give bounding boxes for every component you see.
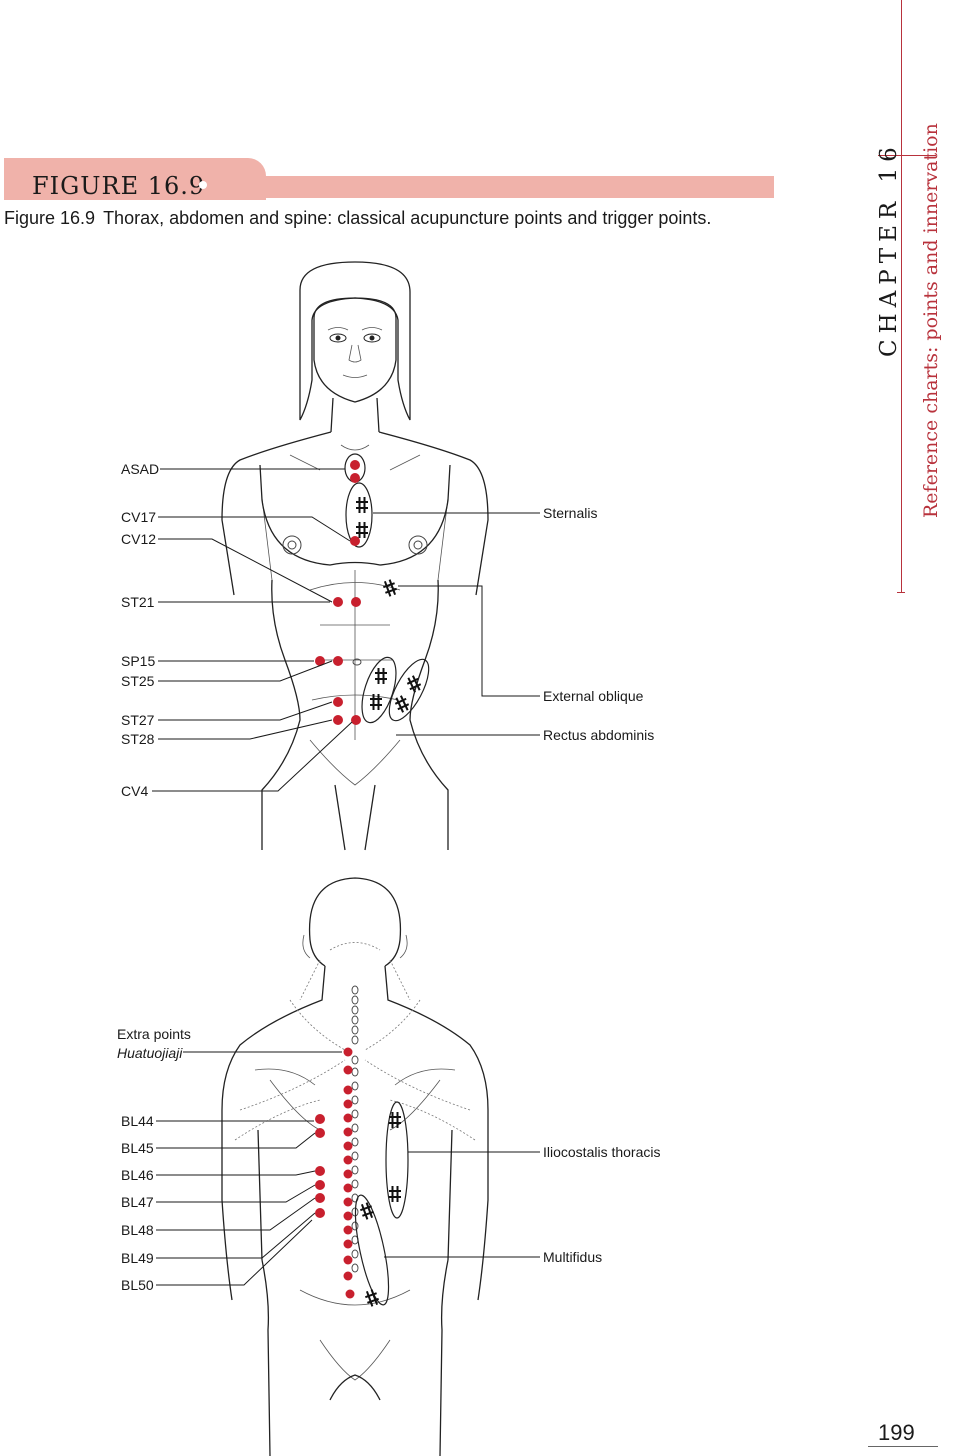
acupoint-dot — [343, 1211, 353, 1221]
acupoint-dot — [315, 656, 325, 666]
acupoint-dot — [343, 1255, 353, 1265]
label-multifidus: Multifidus — [543, 1249, 602, 1265]
acupoint-dot — [343, 1065, 353, 1075]
back-trigger-points — [357, 1111, 402, 1309]
acupoint-dot — [350, 460, 360, 470]
acupoint-dot — [315, 1208, 325, 1218]
front-leaders — [152, 468, 540, 792]
acupoint-dot — [351, 597, 361, 607]
page-number-rule — [868, 1446, 938, 1447]
trigger-point-icon — [404, 673, 424, 695]
trigger-point-icon — [357, 1200, 377, 1222]
acupoint-dot — [343, 1271, 353, 1281]
label-external-oblique: External oblique — [543, 688, 644, 704]
label-st27: ST27 — [121, 712, 155, 728]
back-figure — [221, 877, 489, 1456]
banner-dot-icon — [199, 181, 207, 189]
label-bl50: BL50 — [121, 1277, 154, 1293]
acupoint-dot — [343, 1155, 353, 1165]
acupoint-dot — [343, 1099, 353, 1109]
face-features-icon — [327, 327, 383, 378]
acupoint-dot — [343, 1169, 353, 1179]
label-rectus-abdominis: Rectus abdominis — [543, 727, 654, 743]
label-st21: ST21 — [121, 594, 155, 610]
trigger-point-icon — [392, 693, 412, 715]
label-bl45: BL45 — [121, 1140, 154, 1156]
trigger-point-icon — [374, 667, 388, 685]
trigger-point-icon — [388, 1185, 402, 1203]
label-cv12: CV12 — [121, 531, 156, 547]
acupoint-dot — [345, 1289, 355, 1299]
acupoint-dot — [351, 715, 361, 725]
acupoint-dot — [350, 536, 360, 546]
acupoint-dot — [343, 1085, 353, 1095]
acupoint-dot — [333, 597, 343, 607]
front-acupoints — [315, 460, 361, 725]
trigger-point-icon — [355, 521, 369, 539]
label-sp15: SP15 — [121, 653, 155, 669]
acupoint-dot — [343, 1113, 353, 1123]
label-bl44: BL44 — [121, 1113, 154, 1129]
label-bl48: BL48 — [121, 1222, 154, 1238]
acupoint-dot — [343, 1127, 353, 1137]
acupoint-dot — [333, 697, 343, 707]
banner-tab — [4, 158, 266, 200]
acupoint-dot — [315, 1193, 325, 1203]
label-asad: ASAD — [121, 461, 159, 477]
acupoint-dot — [315, 1166, 325, 1176]
label-iliocostalis-thoracis: Iliocostalis thoracis — [543, 1144, 661, 1160]
label-st28: ST28 — [121, 731, 155, 747]
caption-number: Figure 16.9 — [4, 208, 96, 228]
label-extra-points: Extra points — [117, 1026, 191, 1042]
acupoint-dot — [343, 1239, 353, 1249]
figure-caption: Figure 16.9 Thorax, abdomen and spine: cl… — [4, 208, 711, 229]
front-trigger-points — [355, 496, 424, 715]
acupoint-dot — [343, 1225, 353, 1235]
back-acupoints — [315, 1047, 355, 1299]
trigger-point-icon — [388, 1111, 402, 1129]
label-cv4: CV4 — [121, 783, 148, 799]
caption-text: Thorax, abdomen and spine: classical acu… — [103, 208, 712, 228]
acupoint-dot — [343, 1183, 353, 1193]
chapter-rule-tick — [878, 155, 936, 156]
back-leaders — [156, 1051, 540, 1286]
label-st25: ST25 — [121, 673, 155, 689]
banner-bar — [254, 176, 774, 198]
chapter-rule — [901, 0, 902, 592]
acupoint-dot — [350, 473, 360, 483]
acupoint-dot — [333, 656, 343, 666]
acupoint-dot — [343, 1047, 353, 1057]
acupoint-dot — [315, 1114, 325, 1124]
acupoint-dot — [315, 1180, 325, 1190]
trigger-point-icon — [380, 577, 400, 599]
label-huatuojiaji: Huatuojiaji — [117, 1045, 183, 1061]
front-label-group: ASAD CV17 CV12 ST21 SP15 ST25 ST27 ST28 … — [121, 461, 654, 799]
chapter-rule-end — [897, 592, 905, 593]
figure-label: FIGURE 16.9 — [32, 172, 206, 200]
acupoint-dot — [343, 1141, 353, 1151]
label-cv17: CV17 — [121, 509, 156, 525]
label-bl49: BL49 — [121, 1250, 154, 1266]
trigger-point-icon — [355, 496, 369, 514]
spine-vertebrae — [351, 985, 359, 1273]
label-sternalis: Sternalis — [543, 505, 597, 521]
figure-banner — [4, 158, 774, 200]
back-label-group: Extra points Huatuojiaji BL44 BL45 BL46 … — [117, 1026, 661, 1293]
label-bl47: BL47 — [121, 1194, 154, 1210]
front-figure — [221, 261, 489, 851]
label-bl46: BL46 — [121, 1167, 154, 1183]
page-number: 199 — [878, 1420, 915, 1445]
acupoint-dot — [343, 1197, 353, 1207]
acupoint-dot — [315, 1128, 325, 1138]
acupoint-dot — [333, 715, 343, 725]
